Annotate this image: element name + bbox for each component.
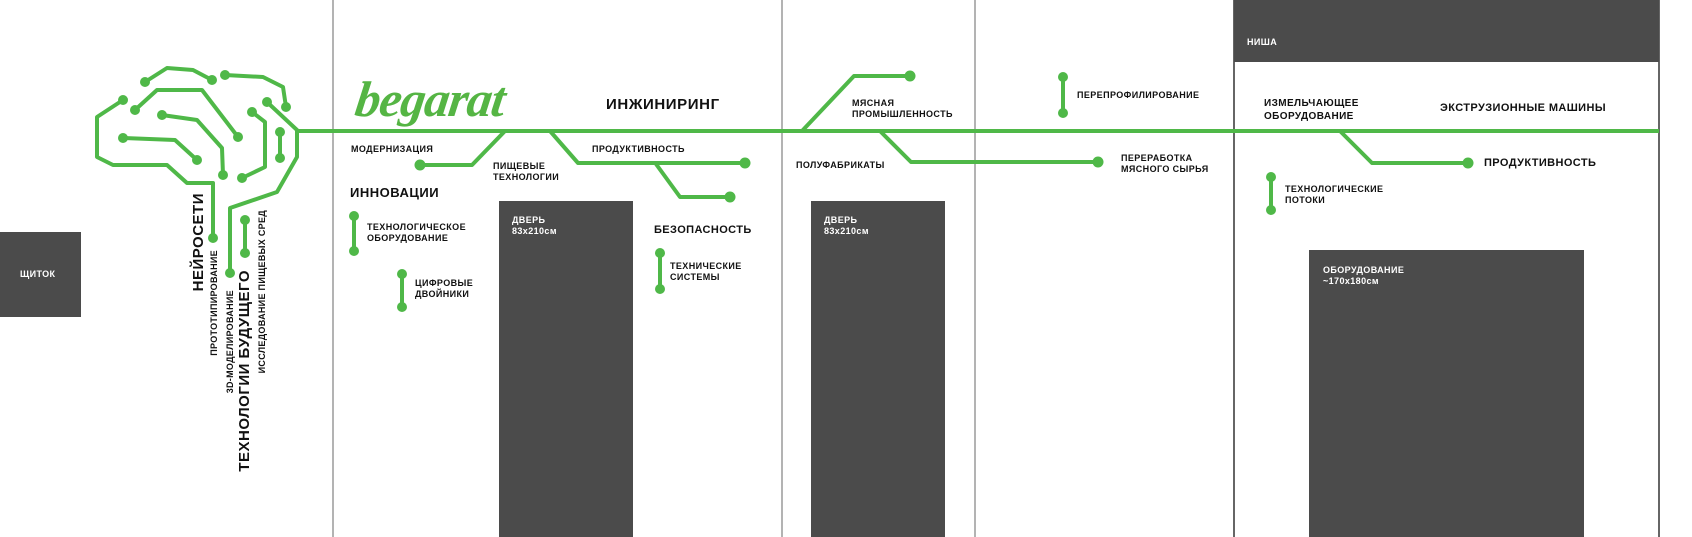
label: ТЕХНИЧЕСКИЕ bbox=[670, 261, 742, 271]
label: ДВОЙНИКИ bbox=[415, 289, 470, 299]
label: ОБОРУДОВАНИЕ bbox=[367, 233, 449, 243]
label-research: ИССЛЕДОВАНИЕ ПИЩЕВЫХ СРЕД bbox=[257, 210, 267, 374]
label: МЯСНАЯ bbox=[852, 98, 895, 108]
brain-path bbox=[228, 100, 299, 273]
branch-processing bbox=[878, 129, 1098, 164]
label: ПЕРЕПРОФИЛИРОВАНИЕ bbox=[1077, 90, 1200, 100]
label: МОДЕРНИЗАЦИЯ bbox=[351, 144, 434, 154]
brain-path bbox=[122, 136, 199, 162]
label: ПЕРЕРАБОТКА bbox=[1121, 153, 1193, 163]
door-size: 83x210см bbox=[512, 226, 557, 236]
label: ТЕХНОЛОГИЧЕСКИЕ bbox=[1285, 184, 1384, 194]
equipment-title: ОБОРУДОВАНИЕ bbox=[1323, 265, 1405, 275]
door-box: ДВЕРЬ 83x210см bbox=[811, 201, 945, 537]
label: ПРОДУКТИВНОСТЬ bbox=[1484, 157, 1597, 169]
label: ПОТОКИ bbox=[1285, 195, 1326, 205]
begarat-logo: begarat bbox=[352, 71, 509, 127]
door-title: ДВЕРЬ bbox=[512, 215, 546, 225]
niche-box: НИША bbox=[1234, 0, 1659, 62]
branch-modernization bbox=[420, 129, 507, 167]
niche-label: НИША bbox=[1247, 37, 1278, 47]
brain-path bbox=[161, 113, 225, 176]
shield-box: ЩИТОК bbox=[0, 232, 81, 317]
equipment-box: ОБОРУДОВАНИЕ ~170x180см bbox=[1309, 250, 1584, 537]
label: ОБОРУДОВАНИЕ bbox=[1264, 111, 1354, 122]
label-innovations: ИННОВАЦИИ bbox=[350, 185, 440, 200]
label-3d-modeling: 3D-МОДЕЛИРОВАНИЕ bbox=[225, 290, 235, 394]
brain-path bbox=[241, 110, 267, 180]
equipment-size: ~170x180см bbox=[1323, 276, 1379, 286]
label: ПИЩЕВЫЕ bbox=[493, 161, 546, 171]
branch-sub bbox=[654, 162, 730, 199]
door-title: ДВЕРЬ bbox=[824, 215, 858, 225]
label-extrusion: ЭКСТРУЗИОННЫЕ МАШИНЫ bbox=[1440, 102, 1607, 114]
label: ИЗМЕЛЬЧАЮЩЕЕ bbox=[1264, 98, 1359, 109]
node-dots bbox=[118, 70, 1474, 312]
label: ТЕХНОЛОГИЧЕСКОЕ bbox=[367, 222, 466, 232]
shield-label: ЩИТОК bbox=[20, 269, 56, 279]
branch-productivity-2 bbox=[1338, 129, 1468, 165]
label: ЦИФРОВЫЕ bbox=[415, 278, 474, 288]
branch-meat bbox=[800, 74, 910, 133]
label: СИСТЕМЫ bbox=[670, 272, 720, 282]
label-prototyping: ПРОТОТИПИРОВАНИЕ bbox=[209, 250, 219, 356]
label: ПРОДУКТИВНОСТЬ bbox=[592, 144, 685, 154]
brain-path bbox=[143, 66, 213, 84]
label: ПРОМЫШЛЕННОСТЬ bbox=[852, 109, 953, 119]
brain-path bbox=[133, 88, 240, 139]
label-safety: БЕЗОПАСНОСТЬ bbox=[654, 224, 752, 236]
brain-path bbox=[95, 98, 215, 238]
door-size: 83x210см bbox=[824, 226, 869, 236]
brain-path bbox=[224, 73, 288, 108]
label: МЯСНОГО СЫРЬЯ bbox=[1121, 164, 1209, 174]
label: ТЕХНОЛОГИИ bbox=[493, 172, 560, 182]
door-box: ДВЕРЬ 83x210см bbox=[499, 201, 633, 537]
branch-productivity bbox=[548, 129, 745, 165]
label-future-tech: ТЕХНОЛОГИИ БУДУЩЕГО bbox=[236, 270, 253, 472]
label: ПОЛУФАБРИКАТЫ bbox=[796, 160, 885, 170]
section-title: ИНЖИНИРИНГ bbox=[606, 96, 720, 113]
label-neural-networks: НЕЙРОСЕТИ bbox=[190, 193, 207, 292]
